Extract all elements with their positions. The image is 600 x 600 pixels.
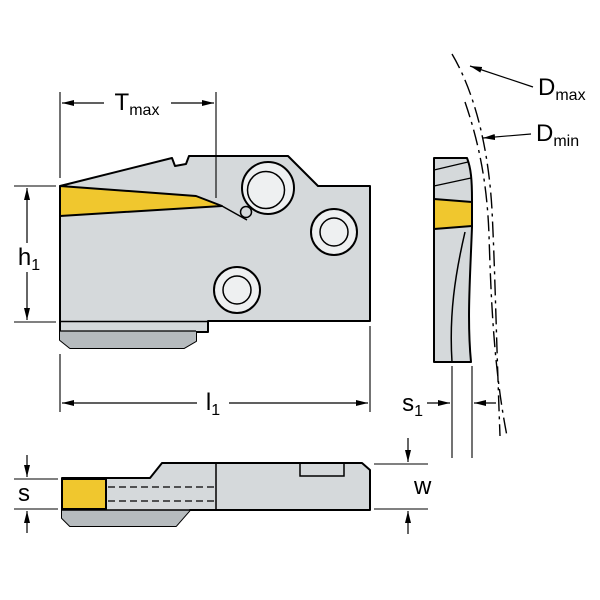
insert-pocket-line (221, 205, 248, 221)
end-view-facet-line-1 (433, 161, 469, 171)
end-view (433, 53, 508, 437)
diameter-min-centerline (464, 101, 508, 437)
label-h1: h1 (18, 244, 40, 274)
dim-s: s (14, 455, 58, 533)
dimensions: Tmax h1 l1 s1 Dmax (14, 65, 586, 534)
label-s: s (18, 480, 30, 507)
mount-hole-lower-inner (222, 275, 252, 305)
dim-tmax: Tmax (59, 89, 217, 198)
mount-hole-right-outer (310, 208, 358, 256)
bottom-view-insert (61, 478, 107, 510)
label-s1: s1 (402, 390, 423, 420)
label-l1: l1 (206, 389, 220, 419)
side-view (59, 155, 371, 349)
dim-s1: s1 (402, 366, 496, 458)
dim-dmax: Dmax (469, 65, 586, 104)
mount-hole-right-inner (319, 217, 349, 247)
label-dmin: Dmin (536, 120, 579, 150)
end-view-body (433, 157, 473, 363)
clamp-screw-inner (246, 170, 286, 210)
dim-h1: h1 (14, 185, 56, 323)
clamp-screw-outer (241, 161, 295, 215)
dmax-leader (469, 65, 534, 88)
label-tmax: Tmax (115, 89, 160, 119)
diameter-max-centerline (451, 53, 501, 437)
end-view-facet-line-2 (433, 177, 472, 187)
label-w: w (413, 473, 432, 500)
end-view-insert (433, 198, 473, 230)
dmin-leader (482, 133, 532, 140)
mount-hole-lower-outer (213, 266, 261, 314)
side-view-bottom-shade (60, 331, 196, 348)
label-dmax: Dmax (538, 74, 586, 104)
end-view-blade-curve (450, 231, 466, 363)
bottom-view (61, 462, 371, 527)
head-notch (299, 463, 345, 477)
bottom-view-lip-shade (62, 510, 190, 526)
pin-hole (239, 205, 253, 219)
dim-l1: l1 (59, 326, 371, 419)
dim-dmin: Dmin (482, 120, 579, 150)
dim-w: w (374, 438, 432, 534)
